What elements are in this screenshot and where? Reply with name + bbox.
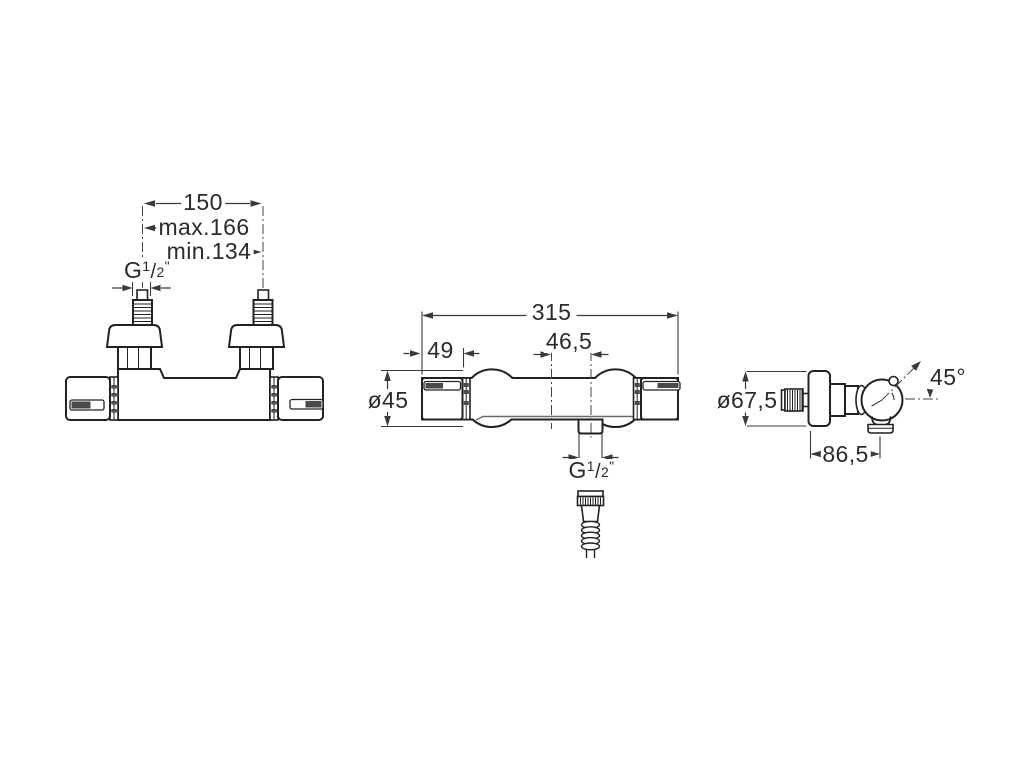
wall-flange-left [105,324,164,348]
mixer-body-top [117,368,271,421]
dim-inlet-thread-label: G1/2" [121,257,173,283]
handle-right-top [277,376,324,421]
dim-inlet-min-label: min.134 [164,238,254,264]
dim-handle-width-label: 49 [425,337,456,363]
inlet-stud-tip-left [136,289,149,301]
dim-outlet-offset-label: 46,5 [543,328,595,354]
dim-inlet-max-label: max.166 [156,214,252,240]
handle-indicator-right [305,401,322,408]
side-view-dimensions [742,370,881,459]
front-view [381,311,681,558]
wall-flange-right [227,324,286,348]
hose-sleeve [580,504,601,523]
inlet-stud-tip-right [257,289,270,301]
shower-hose [576,490,605,558]
inlet-neck-left [117,346,152,370]
dim-inlet-pitch-label: 150 [181,189,225,215]
side-view [742,361,941,459]
dim-flange-diameter-label: ø67,5 [714,387,780,413]
dim-outlet-thread-label: G1/2" [566,457,617,483]
handle-indicator-left-front [425,383,443,389]
inlet-neck-right [239,346,274,370]
handle-indicator-left [71,401,91,409]
angle-diagonal-centerline [881,363,919,401]
dim-body-diameter-label: ø45 [365,387,411,413]
outlet-collar-side [867,423,894,434]
dim-angle-label: 45° [928,364,968,390]
handle-left-top [65,376,111,421]
front-view-dimensions [381,311,679,461]
wall-flange-side [807,370,831,427]
handle-indicator-right-front [657,383,679,388]
top-view [65,200,324,421]
knob-stop-button [888,375,899,387]
dim-depth-label: 86,5 [820,441,871,467]
dim-overall-width-label: 315 [529,299,574,325]
body-cylinder-side [829,383,846,417]
